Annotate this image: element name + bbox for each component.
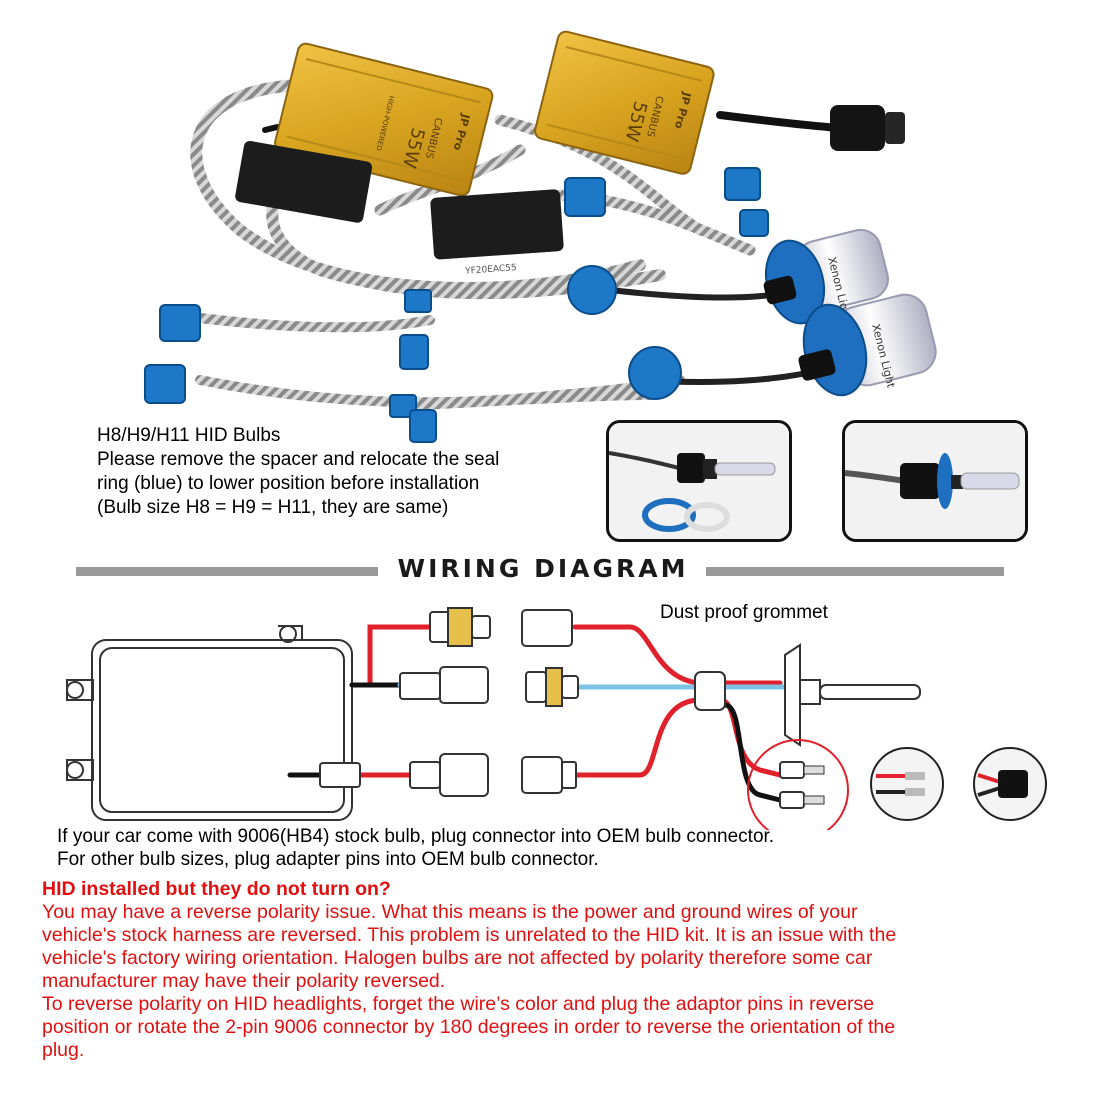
decoder-label: YF20EAC55 [464, 263, 517, 277]
pin-photo-circle-2 [973, 747, 1047, 821]
adapter-pins [747, 739, 849, 830]
troubleshoot-line: manufacturer may have their polarity rev… [42, 970, 446, 992]
troubleshoot-block: HID installed but they do not turn on? Y… [42, 878, 1072, 1062]
bulb-info-line-2: ring (blue) to lower position before ins… [97, 473, 480, 494]
ballast-right: 55W CANBUS JP Pro [534, 30, 715, 175]
grommet-label: Dust proof grommet [660, 602, 828, 623]
bulb-info-title: H8/H9/H11 HID Bulbs [97, 425, 281, 446]
bulb-info-block: H8/H9/H11 HID Bulbs Please remove the sp… [97, 424, 499, 520]
troubleshoot-line: vehicle's stock harness are reversed. Th… [42, 924, 897, 946]
decoder-box-right: YF20EAC55 [430, 189, 564, 277]
decoder-box-left [235, 140, 373, 223]
inset-photo-seal [842, 420, 1028, 542]
inset-photo-spacer [606, 420, 792, 542]
pin-photo-circle-1 [870, 747, 944, 821]
xenon-bulb-top: Xenon Light [763, 228, 889, 325]
wiring-diagram-title: WIRING DIAGRAM [388, 554, 698, 583]
troubleshoot-line: To reverse polarity on HID headlights, f… [42, 993, 875, 1015]
divider-left [76, 567, 378, 576]
xenon-bulb-bottom: Xenon Light [798, 293, 937, 397]
bulb-info-line-1: Please remove the spacer and relocate th… [97, 449, 500, 470]
wiring-note-2: For other bulb sizes, plug adapter pins … [57, 849, 599, 870]
bulb-with-spacer-image [609, 423, 789, 539]
wiring-note-1: If your car come with 9006(HB4) stock bu… [57, 826, 775, 847]
grommet-and-bulb [694, 643, 921, 747]
power-plug [830, 105, 905, 151]
divider-right [706, 567, 1004, 576]
bulb-info-line-3: (Bulb size H8 = H9 = H11, they are same) [97, 497, 449, 518]
troubleshoot-line: position or rotate the 2-pin 9006 connec… [42, 1016, 896, 1038]
wiring-diagram [66, 607, 1047, 830]
blue-connectors [144, 167, 769, 443]
ballast-outline [66, 625, 353, 821]
bulb-with-seal-image [845, 423, 1025, 539]
troubleshoot-line: You may have a reverse polarity issue. W… [42, 901, 858, 923]
troubleshoot-line: vehicle's factory wiring orientation. Ha… [42, 947, 873, 969]
troubleshoot-heading: HID installed but they do not turn on? [42, 878, 391, 900]
connectors [319, 607, 579, 797]
product-photo: 55W CANBUS JP Pro HIGH-POWERED 55W CANBU… [144, 30, 937, 443]
troubleshoot-line: plug. [42, 1039, 85, 1061]
